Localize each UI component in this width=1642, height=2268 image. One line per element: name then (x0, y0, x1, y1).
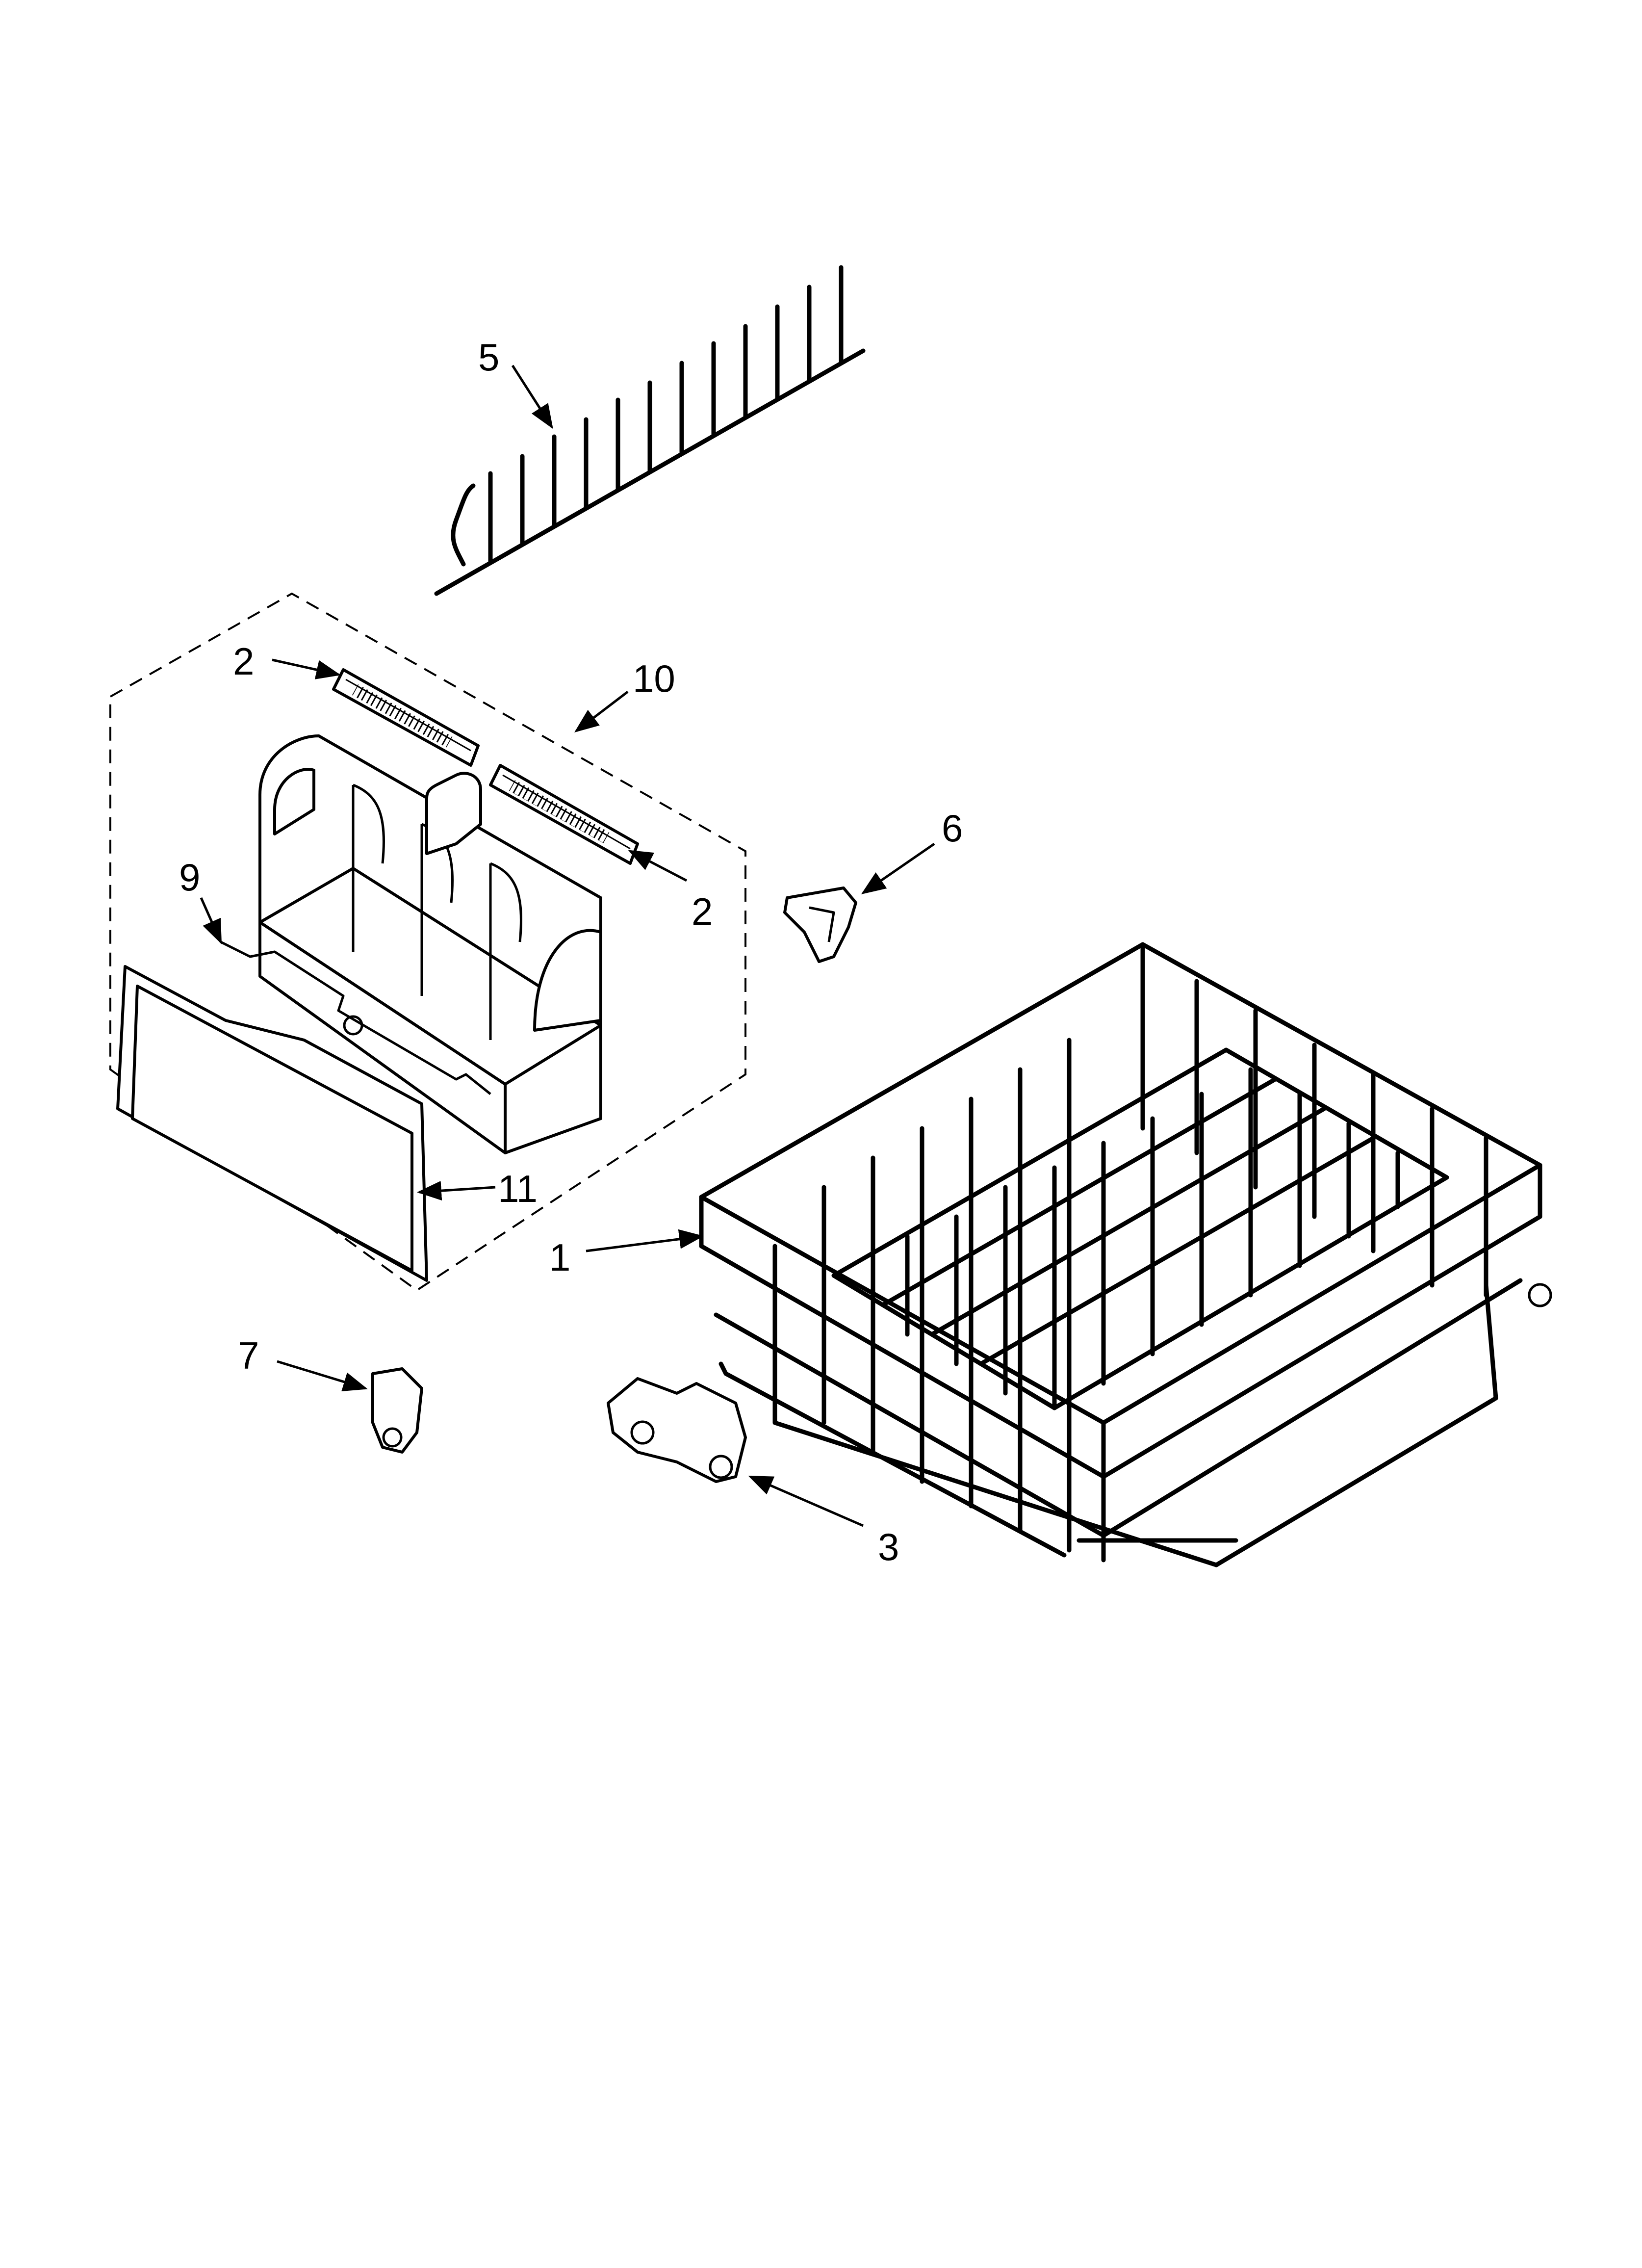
clip-part-6 (783, 886, 857, 963)
divider-part-2-lower (489, 764, 639, 865)
bracket-part-7 (371, 1367, 423, 1454)
callout-3: 3 (878, 1525, 899, 1568)
callout-5: 5 (478, 336, 499, 379)
callout-6: 6 (942, 807, 963, 850)
panel-part-11 (116, 965, 428, 1282)
callout-7: 7 (238, 1334, 259, 1377)
callout-2-upper: 2 (233, 640, 254, 683)
leader-lines (200, 365, 935, 1527)
lower-rack-part-1 (699, 942, 1552, 1567)
callout-9: 9 (179, 856, 200, 899)
basket-part-10 (258, 734, 602, 1154)
callout-11: 11 (498, 1167, 538, 1210)
callout-1: 1 (549, 1236, 570, 1279)
callout-10: 10 (633, 657, 675, 700)
callout-2-lower: 2 (692, 890, 713, 933)
wheel-assembly-part-3 (607, 1377, 747, 1483)
tine-row-part-5 (434, 265, 866, 596)
divider-part-2-upper (332, 668, 480, 767)
rod-part-9 (220, 940, 491, 1095)
assembly-boundary (109, 592, 746, 1292)
